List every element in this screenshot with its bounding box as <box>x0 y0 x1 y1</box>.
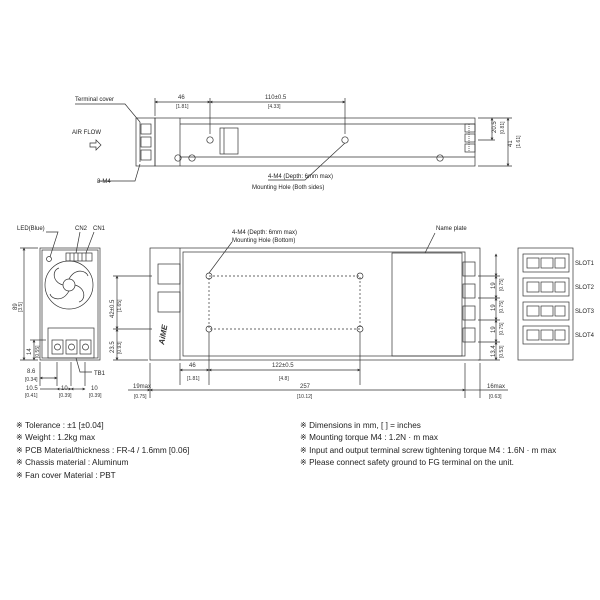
note-terminal-torque: ※ Input and output terminal screw tighte… <box>300 445 557 455</box>
svg-text:Mounting Hole (Both sides): Mounting Hole (Both sides) <box>252 185 324 191</box>
slot3-label: SLOT3 <box>575 309 595 315</box>
svg-text:[0.75]: [0.75] <box>499 322 505 335</box>
svg-text:16max: 16max <box>487 384 505 390</box>
mount-hole <box>341 136 349 144</box>
note-ground: ※ Please connect safety ground to FG ter… <box>300 458 514 468</box>
svg-text:23.5: 23.5 <box>110 341 116 353</box>
svg-text:257: 257 <box>300 384 311 390</box>
note-dimensions: ※ Dimensions in mm, [ ] = inches <box>300 421 421 430</box>
note-chassis: ※ Chassis material : Aluminum <box>16 458 129 468</box>
slot-labels: SLOT1 SLOT2 SLOT3 SLOT4 <box>575 261 595 339</box>
notes-left: ※ Tolerance : ±1 [±0.04] ※ Weight : 1.2k… <box>16 420 189 482</box>
slot2 <box>522 277 570 297</box>
slot2-label: SLOT2 <box>575 285 595 291</box>
mount-hole <box>206 136 214 144</box>
top-view-text: Terminal cover AIR FLOW 3-M4 46 [1.81] 1… <box>72 95 522 191</box>
svg-text:19: 19 <box>491 304 497 311</box>
note-fan-cover: ※ Fan cover Material : PBT <box>16 470 116 480</box>
svg-text:[0.63]: [0.63] <box>489 394 502 400</box>
bottom-body <box>149 247 481 361</box>
svg-text:14: 14 <box>27 348 33 355</box>
note-tolerance: ※ Tolerance : ±1 [±0.04] <box>16 421 104 430</box>
svg-text:Mounting Hole (Bottom): Mounting Hole (Bottom) <box>232 238 295 244</box>
top-view <box>75 98 512 182</box>
svg-text:[0.81]: [0.81] <box>500 121 506 134</box>
note-weight: ※ Weight : 1.2kg max <box>16 433 96 443</box>
slot-panel <box>517 247 574 361</box>
svg-text:122±0.5: 122±0.5 <box>272 363 294 369</box>
terminal-cover <box>135 117 156 167</box>
svg-text:19max: 19max <box>133 384 151 390</box>
svg-text:19: 19 <box>491 282 497 289</box>
dim-110: 110±0.5 <box>265 95 287 101</box>
svg-text:19: 19 <box>491 326 497 333</box>
terminal-cover-label: Terminal cover <box>75 97 114 103</box>
svg-text:10: 10 <box>91 386 98 392</box>
svg-text:42±0.5: 42±0.5 <box>110 299 116 318</box>
svg-text:[4.33]: [4.33] <box>268 104 281 110</box>
svg-text:[0.75]: [0.75] <box>134 394 147 400</box>
svg-text:[0.39]: [0.39] <box>89 393 102 399</box>
svg-text:10: 10 <box>61 386 68 392</box>
front-view <box>20 231 101 391</box>
cn2-label: CN2 <box>75 226 88 232</box>
slot4 <box>522 325 570 345</box>
fan-icon <box>44 260 94 310</box>
svg-text:[0.39]: [0.39] <box>59 393 72 399</box>
svg-text:[1.65]: [1.65] <box>117 299 123 312</box>
svg-text:[0.55]: [0.55] <box>35 345 41 358</box>
slot1-label: SLOT1 <box>575 261 595 267</box>
mount-hole-label: 4-M4 (Depth: 6mm max) <box>268 174 333 180</box>
note-mount-torque: ※ Mounting torque M4 : 1.2N · m max <box>300 433 438 443</box>
front-view-text: LED(Blue) CN2 CN1 TB1 89 [3.5] 14 [0.55]… <box>13 226 106 399</box>
notes-right: ※ Dimensions in mm, [ ] = inches ※ Mount… <box>300 420 556 470</box>
svg-text:[0.93]: [0.93] <box>117 341 123 354</box>
svg-text:8.6: 8.6 <box>27 369 36 375</box>
bottom-mount-label: 4-M4 (Depth: 6mm max) <box>232 230 297 236</box>
cn-connectors <box>65 252 93 262</box>
tb1 <box>47 327 95 359</box>
svg-text:[3.5]: [3.5] <box>18 302 24 312</box>
tb1-label: TB1 <box>94 371 106 377</box>
dim-46: 46 <box>178 95 185 101</box>
led-icon <box>46 256 52 262</box>
svg-text:10.5: 10.5 <box>26 386 38 392</box>
svg-text:[0.41]: [0.41] <box>25 393 38 399</box>
svg-text:[1.61]: [1.61] <box>516 135 522 148</box>
svg-text:89: 89 <box>13 303 19 310</box>
led-label: LED(Blue) <box>17 226 45 232</box>
note-pcb: ※ PCB Material/thickness : FR-4 / 1.6mm … <box>16 445 190 455</box>
bottom-view-text: 4-M4 (Depth: 6mm max) Mounting Hole (Bot… <box>110 226 505 400</box>
airflow-arrow-icon <box>89 139 102 151</box>
svg-text:[0.75]: [0.75] <box>499 278 505 291</box>
svg-text:41: 41 <box>508 140 514 147</box>
svg-text:[0.53]: [0.53] <box>499 345 505 358</box>
name-plate-label: Name plate <box>436 226 467 232</box>
svg-text:46: 46 <box>189 363 196 369</box>
svg-text:[0.34]: [0.34] <box>25 377 38 383</box>
front-body <box>39 247 101 361</box>
top-body <box>154 117 476 167</box>
bottom-view <box>113 232 508 398</box>
slot-view <box>517 247 574 361</box>
slot3 <box>522 301 570 321</box>
slot1 <box>522 253 570 273</box>
svg-text:[1.81]: [1.81] <box>187 376 200 382</box>
m4-label: 3-M4 <box>97 179 111 185</box>
svg-text:13.4: 13.4 <box>491 345 497 357</box>
svg-text:[0.75]: [0.75] <box>499 300 505 313</box>
air-flow-label: AIR FLOW <box>72 130 101 136</box>
svg-text:[4.8]: [4.8] <box>279 376 289 382</box>
name-plate <box>391 252 463 357</box>
svg-text:20.5: 20.5 <box>492 121 498 133</box>
brand-logo: AiME <box>157 323 170 346</box>
slot4-label: SLOT4 <box>575 333 595 339</box>
svg-text:[1.81]: [1.81] <box>176 104 189 110</box>
svg-text:[10.12]: [10.12] <box>297 394 313 400</box>
cn1-label: CN1 <box>93 226 106 232</box>
